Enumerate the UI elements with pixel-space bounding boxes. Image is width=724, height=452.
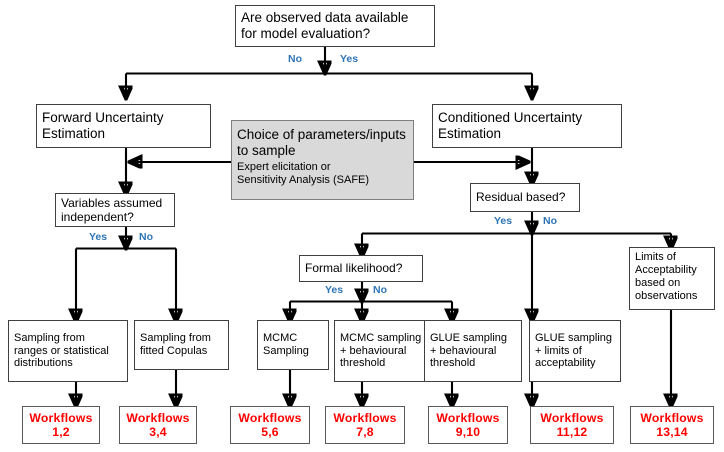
workflow-title: Workflows [540, 410, 604, 425]
node-line: observations [635, 289, 698, 302]
node-line: Choice of parameters/inputs [237, 127, 406, 142]
node-line: Variables assumed [61, 195, 163, 210]
edge-label-residual-yes: Yes [494, 215, 513, 227]
edge-label-formal-yes: Yes [325, 284, 344, 296]
node-line: for model evaluation? [241, 26, 371, 41]
node-forward-uncertainty-estimation[interactable]: Forward Uncertainty Estimation [36, 104, 211, 148]
node-subline: Expert elicitation or [237, 160, 331, 173]
node-line: + behavioural [430, 344, 497, 357]
node-residual-based[interactable]: Residual based? [470, 183, 580, 212]
workflow-numbers: 13,14 [656, 425, 688, 439]
node-line: GLUE sampling [535, 331, 613, 344]
node-mcmc-behavioural[interactable]: MCMC sampling + behavioural threshold [334, 320, 432, 382]
node-line: Conditioned Uncertainty [438, 110, 583, 126]
workflow-title: Workflows [436, 410, 500, 425]
workflow-numbers: 7,8 [356, 425, 374, 439]
node-observed-data-question[interactable]: Are observed data available for model ev… [235, 5, 435, 47]
workflow-title: Workflows [333, 410, 397, 425]
workflow-numbers: 11,12 [556, 425, 588, 439]
node-subline: Sensitivity Analysis (SAFE) [237, 173, 370, 186]
node-limits-of-acceptability[interactable]: Limits of Acceptability based on observa… [629, 247, 715, 310]
edge-label-variables-yes: Yes [89, 231, 108, 243]
node-glue-limits[interactable]: GLUE sampling + limits of acceptability [529, 320, 621, 382]
node-line: Estimation [42, 126, 106, 141]
node-line: Sampling [263, 345, 309, 357]
node-line: Sampling from [14, 331, 85, 344]
node-line: Formal likelihood? [305, 261, 403, 276]
node-formal-likelihood[interactable]: Formal likelihood? [299, 255, 423, 282]
node-workflows-5-6[interactable]: Workflows 5,6 [230, 406, 310, 444]
node-line: independent? [61, 210, 134, 224]
workflow-numbers: 5,6 [261, 425, 279, 439]
node-line: MCMC [263, 332, 298, 345]
workflow-title: Workflows [238, 410, 302, 425]
node-line: fitted Copulas [140, 345, 208, 357]
node-line: distributions [14, 357, 73, 370]
node-workflows-13-14[interactable]: Workflows 13,14 [630, 406, 714, 444]
node-line: + behavioural [340, 344, 407, 357]
node-line: Are observed data available [241, 10, 409, 26]
node-line: Residual based? [476, 190, 566, 205]
workflow-numbers: 1,2 [52, 425, 70, 439]
workflow-title: Workflows [640, 410, 704, 425]
node-line: Forward Uncertainty [42, 110, 164, 126]
edge-label-root-yes: Yes [340, 53, 359, 65]
workflow-title: Workflows [29, 410, 93, 425]
edge-label-variables-no: No [139, 231, 153, 243]
node-line: threshold [430, 357, 476, 370]
node-sampling-from-ranges[interactable]: Sampling from ranges or statistical dist… [8, 320, 128, 382]
node-line: Acceptability [635, 263, 697, 276]
node-line: Estimation [438, 126, 502, 141]
node-variables-assumed-independent[interactable]: Variables assumed independent? [55, 193, 175, 227]
edge-label-root-no: No [288, 53, 302, 65]
workflow-title: Workflows [126, 410, 190, 425]
node-line: + limits of [535, 344, 582, 357]
node-line: GLUE sampling [430, 331, 508, 344]
edge-label-formal-no: No [373, 284, 387, 296]
node-mcmc-sampling[interactable]: MCMC Sampling [257, 320, 329, 370]
node-conditioned-uncertainty-estimation[interactable]: Conditioned Uncertainty Estimation [432, 104, 622, 148]
node-choice-of-parameters[interactable]: Choice of parameters/inputs to sample Ex… [231, 120, 414, 200]
workflow-numbers: 9,10 [455, 425, 481, 439]
node-line: based on [635, 276, 681, 289]
node-line: acceptability [535, 357, 596, 370]
edge-label-residual-no: No [543, 215, 557, 227]
node-workflows-3-4[interactable]: Workflows 3,4 [119, 406, 197, 444]
workflow-numbers: 3,4 [149, 425, 167, 439]
node-line: threshold [340, 357, 386, 370]
node-line: Limits of [635, 251, 676, 263]
node-workflows-7-8[interactable]: Workflows 7,8 [325, 406, 405, 444]
node-sampling-from-copulas[interactable]: Sampling from fitted Copulas [134, 320, 229, 370]
node-line: MCMC sampling [340, 331, 422, 344]
node-workflows-9-10[interactable]: Workflows 9,10 [428, 406, 508, 444]
node-workflows-1-2[interactable]: Workflows 1,2 [22, 406, 100, 444]
node-glue-behavioural[interactable]: GLUE sampling + behavioural threshold [424, 320, 522, 382]
node-line: Sampling from [140, 332, 211, 345]
node-workflows-11-12[interactable]: Workflows 11,12 [530, 406, 614, 444]
node-line: ranges or statistical [14, 344, 109, 357]
node-line: to sample [237, 142, 296, 158]
